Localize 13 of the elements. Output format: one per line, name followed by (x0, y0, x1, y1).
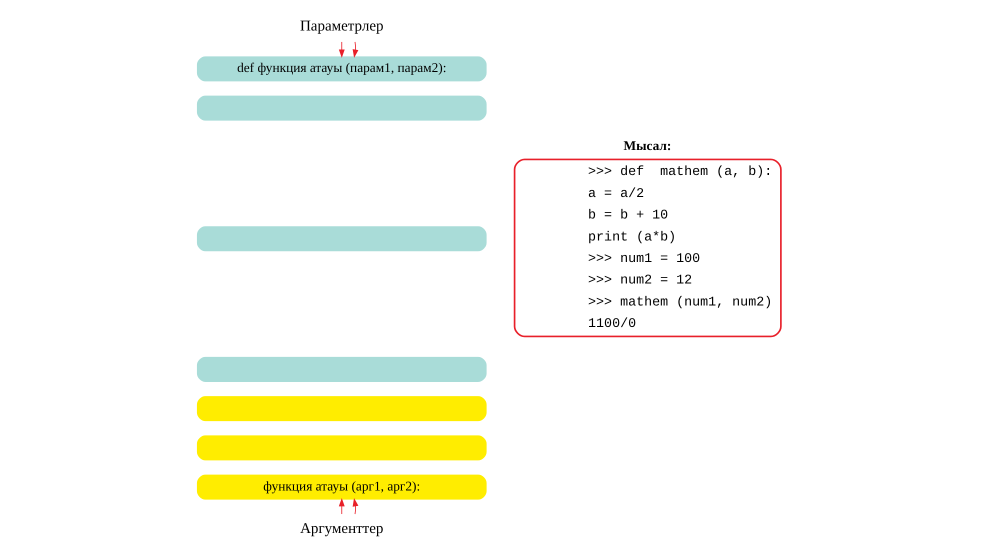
node-label: Мысал: (623, 138, 671, 154)
node-text: Параметрлер (299, 18, 384, 34)
node-box (196, 435, 486, 460)
node-box (196, 396, 486, 422)
node-box (196, 96, 486, 121)
arrow (352, 42, 358, 58)
node-box (196, 226, 486, 252)
node-box: def функция атауы (парам1, парам2): (196, 56, 486, 82)
node-box: функция атауы (арг1, арг2): (196, 474, 486, 500)
node-box: >>> def mathem (a, b): a = a/2 b = b + 10 print (a*b) >>> num1 = 100 >>> num2 = 12 >>> mathem (num1, num2) 1100/0 (513, 158, 782, 338)
node-box (196, 356, 486, 382)
node-text: Аргументтер (300, 520, 383, 537)
arrow (352, 498, 358, 514)
